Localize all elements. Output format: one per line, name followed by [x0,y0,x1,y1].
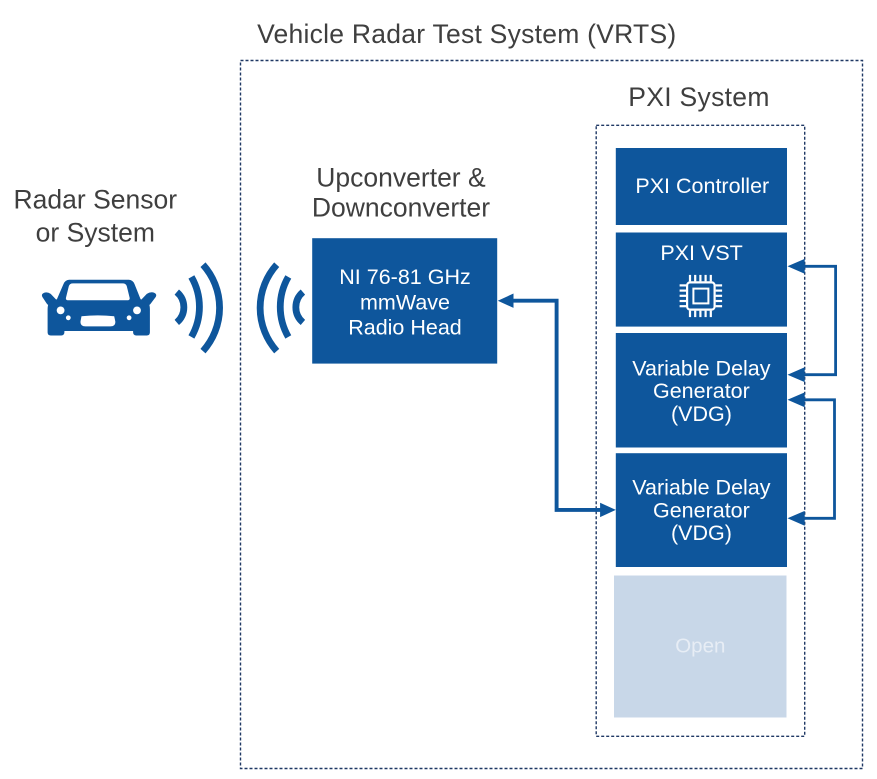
svg-text:Open: Open [675,635,725,658]
svg-text:(VDG): (VDG) [671,402,732,426]
svg-text:Generator: Generator [653,498,750,522]
svg-text:Radio Head: Radio Head [348,316,462,340]
svg-text:NI 76-81 GHz: NI 76-81 GHz [339,265,470,289]
svg-text:Vehicle Radar Test System (VRT: Vehicle Radar Test System (VRTS) [257,19,676,49]
svg-text:mmWave: mmWave [360,290,450,314]
svg-text:Generator: Generator [653,379,750,403]
svg-text:Downconverter: Downconverter [312,192,490,222]
svg-text:Variable Delay: Variable Delay [632,356,770,380]
svg-text:Upconverter &: Upconverter & [316,162,486,192]
svg-text:or System: or System [36,217,155,247]
svg-text:PXI VST: PXI VST [660,241,742,265]
svg-text:PXI System: PXI System [628,82,769,112]
svg-text:Radar Sensor: Radar Sensor [14,185,178,215]
svg-text:Variable Delay: Variable Delay [632,476,770,500]
svg-text:(VDG): (VDG) [671,521,732,545]
svg-text:PXI Controller: PXI Controller [635,174,769,198]
